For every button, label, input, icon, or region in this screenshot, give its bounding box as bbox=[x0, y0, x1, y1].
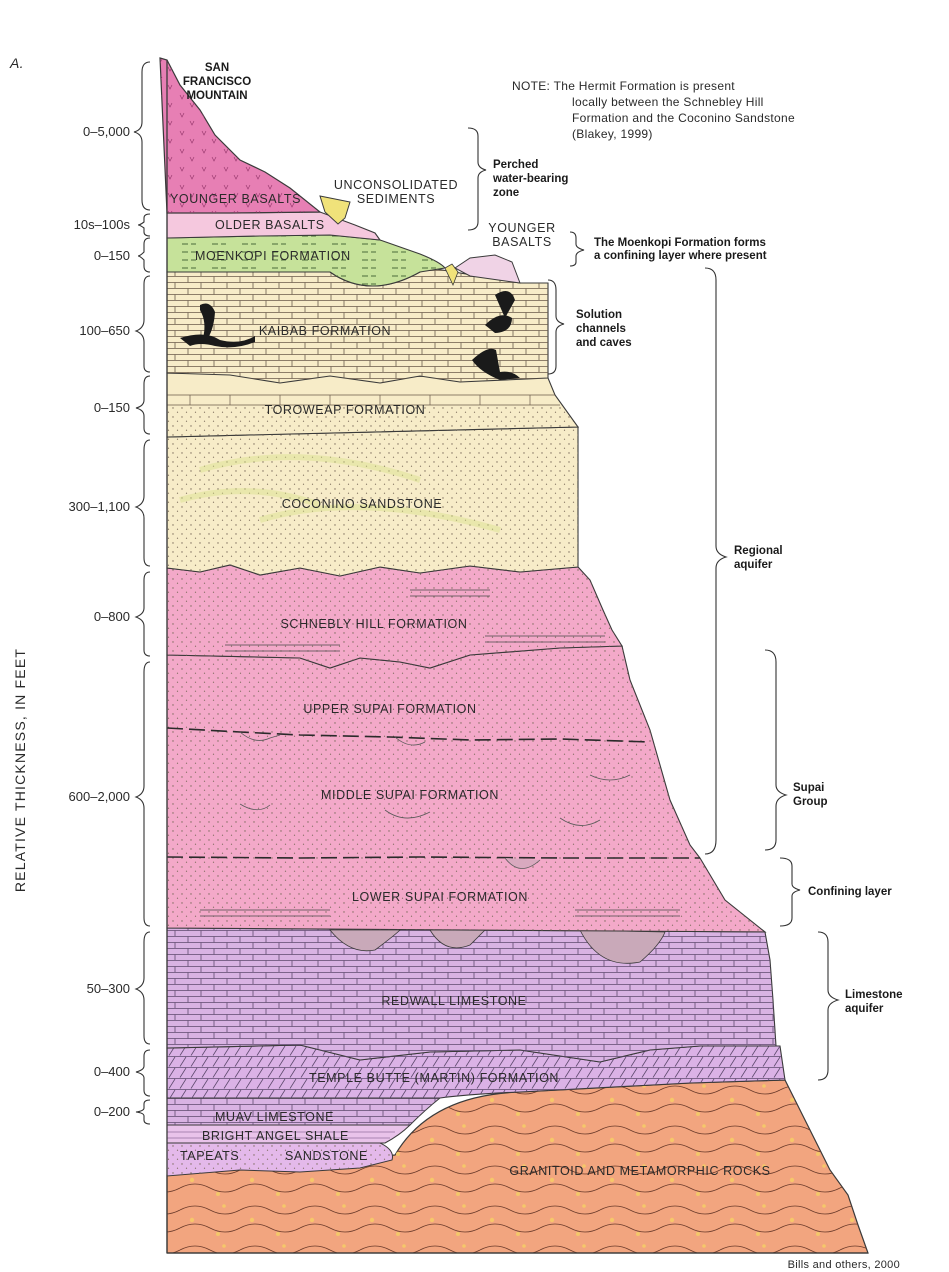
label-kaibab: KAIBAB FORMATION bbox=[259, 324, 391, 338]
peak-label-3: MOUNTAIN bbox=[186, 90, 247, 102]
label-coconino: COCONINO SANDSTONE bbox=[282, 497, 443, 511]
annotation-solution-3: and caves bbox=[576, 337, 632, 349]
thickness-label: 300–1,100 bbox=[69, 499, 130, 514]
label-tapeats-1: TAPEATS bbox=[180, 1149, 239, 1163]
label-middle-supai: MIDDLE SUPAI FORMATION bbox=[321, 788, 499, 802]
annotation-perched-1: Perched bbox=[493, 159, 538, 171]
thickness-label: 0–400 bbox=[94, 1064, 130, 1079]
label-granitoid: GRANITOID AND METAMORPHIC ROCKS bbox=[509, 1164, 770, 1178]
label-temple-butte: TEMPLE BUTTE (MARTIN) FORMATION bbox=[309, 1071, 559, 1085]
label-unconsolidated-2: SEDIMENTS bbox=[357, 192, 435, 206]
panel-label: A. bbox=[9, 55, 24, 71]
note-line-4: (Blakey, 1999) bbox=[572, 127, 653, 141]
label-upper-supai: UPPER SUPAI FORMATION bbox=[303, 702, 476, 716]
peak-label: SAN FRANCISCO MOUNTAIN bbox=[183, 62, 251, 102]
annotation-regional-1: Regional bbox=[734, 545, 783, 557]
axis-title: RELATIVE THICKNESS, IN FEET bbox=[12, 648, 28, 892]
label-schnebly: SCHNEBLY HILL FORMATION bbox=[281, 617, 468, 631]
label-younger-basalts-right-2: BASALTS bbox=[492, 235, 552, 249]
note-line-2: locally between the Schnebley Hill bbox=[572, 95, 764, 109]
thickness-label: 0–150 bbox=[94, 248, 130, 263]
annotation-supai-2: Group bbox=[793, 796, 828, 808]
label-bright-angel: BRIGHT ANGEL SHALE bbox=[202, 1129, 349, 1143]
thickness-label: 50–300 bbox=[87, 981, 130, 996]
note-line-1: NOTE: The Hermit Formation is present bbox=[512, 79, 735, 93]
label-moenkopi: MOENKOPI FORMATION bbox=[195, 249, 351, 263]
peak-label-1: SAN bbox=[205, 62, 229, 74]
peak-label-2: FRANCISCO bbox=[183, 76, 251, 88]
source-credit: Bills and others, 2000 bbox=[788, 1259, 900, 1271]
annotation-regional-2: aquifer bbox=[734, 559, 773, 571]
thickness-label: 0–150 bbox=[94, 400, 130, 415]
label-older-basalts: OLDER BASALTS bbox=[215, 218, 325, 232]
label-unconsolidated-1: UNCONSOLIDATED bbox=[334, 178, 458, 192]
annotation-supai-1: Supai bbox=[793, 782, 824, 794]
annotation-solution-1: Solution bbox=[576, 309, 622, 321]
label-muav: MUAV LIMESTONE bbox=[215, 1110, 334, 1124]
thickness-label: 0–5,000 bbox=[83, 124, 130, 139]
label-redwall: REDWALL LIMESTONE bbox=[381, 994, 526, 1008]
note-block: NOTE: The Hermit Formation is present lo… bbox=[512, 79, 795, 141]
annotation-perched-3: zone bbox=[493, 187, 519, 199]
label-tapeats-2: SANDSTONE bbox=[285, 1149, 368, 1163]
annotation-limestone-1: Limestone bbox=[845, 989, 903, 1001]
thickness-label: 10s–100s bbox=[74, 217, 131, 232]
label-younger-basalts: YOUNGER BASALTS bbox=[170, 192, 301, 206]
annotation-limestone-2: aquifer bbox=[845, 1003, 884, 1015]
thickness-label: 0–200 bbox=[94, 1104, 130, 1119]
label-toroweap: TOROWEAP FORMATION bbox=[265, 403, 426, 417]
thickness-label: 600–2,000 bbox=[69, 789, 130, 804]
annotation-moenkopi-1: The Moenkopi Formation forms bbox=[594, 237, 766, 249]
annotation-moenkopi-2: a confining layer where present bbox=[594, 250, 767, 262]
annotation-perched-2: water-bearing bbox=[492, 173, 568, 185]
annotation-confining: Confining layer bbox=[808, 886, 892, 898]
annotation-solution-2: channels bbox=[576, 323, 626, 335]
thickness-label: 0–800 bbox=[94, 609, 130, 624]
note-line-3: Formation and the Coconino Sandstone bbox=[572, 111, 795, 125]
label-younger-basalts-right-1: YOUNGER bbox=[488, 221, 555, 235]
label-lower-supai: LOWER SUPAI FORMATION bbox=[352, 890, 528, 904]
thickness-label: 100–650 bbox=[79, 323, 130, 338]
